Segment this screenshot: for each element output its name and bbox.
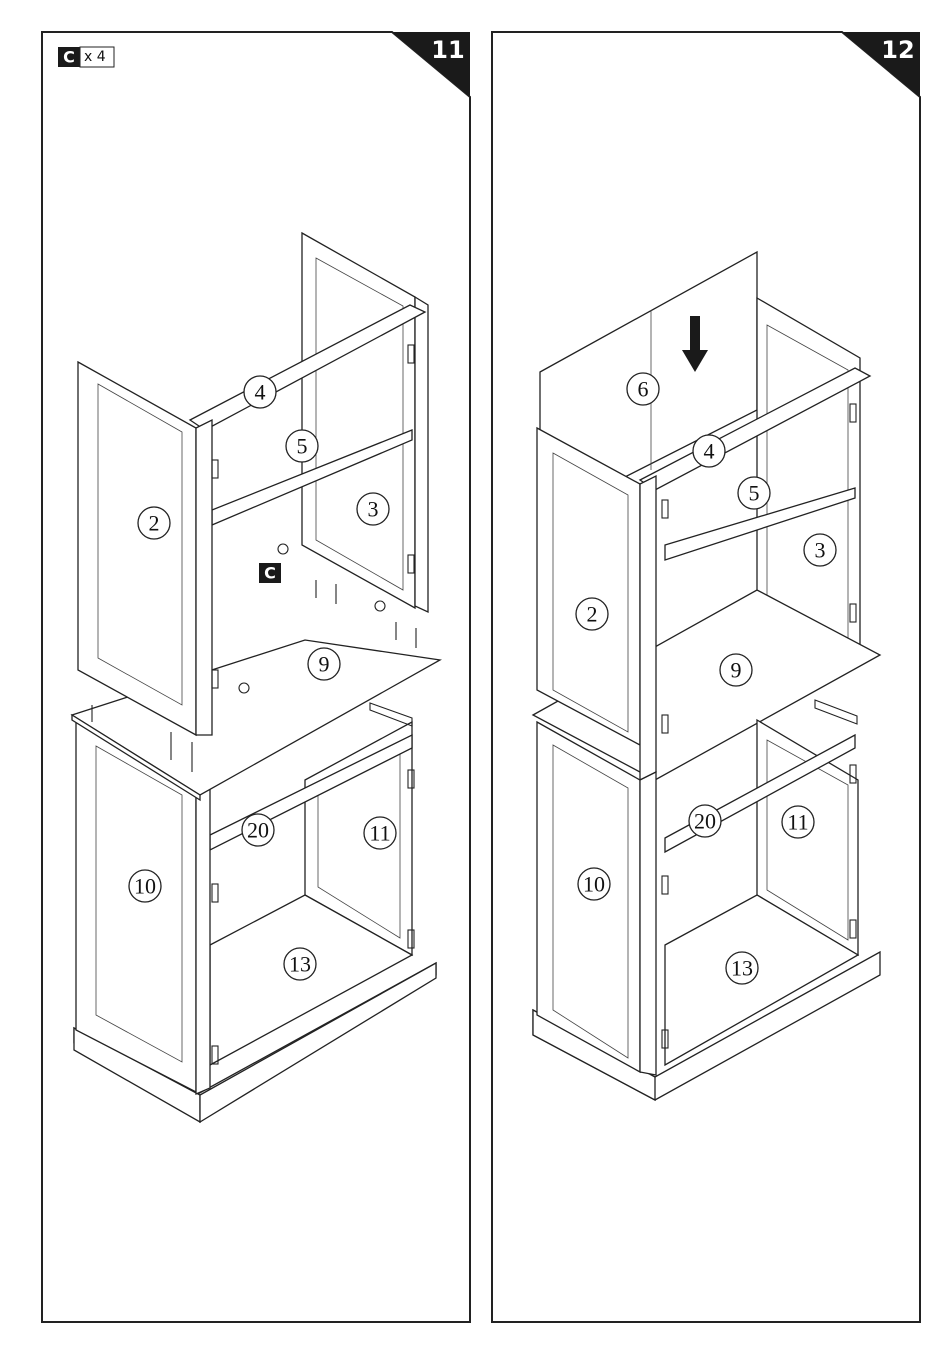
- part-label-20: 20: [242, 814, 274, 846]
- hardware-count: C x 4: [58, 47, 114, 67]
- svg-text:10: 10: [583, 872, 605, 897]
- svg-text:20: 20: [247, 818, 269, 843]
- step-11-number: 11: [431, 36, 464, 64]
- part-label-10: 10: [129, 870, 161, 902]
- part-label-4: 4: [693, 435, 725, 467]
- svg-text:9: 9: [319, 652, 330, 677]
- svg-text:20: 20: [694, 809, 716, 834]
- svg-text:13: 13: [731, 956, 753, 981]
- part-label-20: 20: [689, 805, 721, 837]
- svg-text:3: 3: [368, 497, 379, 522]
- hardware-callout: C: [259, 563, 281, 583]
- step-12-panel: 12: [492, 32, 920, 1322]
- part-label-13: 13: [284, 948, 316, 980]
- svg-text:6: 6: [638, 377, 649, 402]
- svg-text:2: 2: [149, 511, 160, 536]
- part-label-11: 11: [782, 806, 814, 838]
- step-12-cabinet-drawing: [533, 252, 880, 1100]
- svg-text:4: 4: [255, 380, 266, 405]
- part-label-5: 5: [286, 430, 318, 462]
- part-label-13: 13: [726, 952, 758, 984]
- part-label-2: 2: [138, 507, 170, 539]
- svg-text:5: 5: [297, 434, 308, 459]
- hardware-callout-label: C: [264, 564, 276, 583]
- part-label-4: 4: [244, 376, 276, 408]
- part-label-2: 2: [576, 598, 608, 630]
- part-label-3: 3: [804, 534, 836, 566]
- svg-text:10: 10: [134, 874, 156, 899]
- svg-text:11: 11: [369, 821, 390, 846]
- hardware-quantity: x 4: [84, 49, 106, 65]
- svg-text:5: 5: [749, 481, 760, 506]
- part-label-9: 9: [308, 648, 340, 680]
- part-label-5: 5: [738, 477, 770, 509]
- svg-text:4: 4: [704, 439, 715, 464]
- part-label-9: 9: [720, 654, 752, 686]
- svg-text:2: 2: [587, 602, 598, 627]
- part-label-6: 6: [627, 373, 659, 405]
- step-12-number: 12: [881, 36, 914, 64]
- svg-text:11: 11: [787, 810, 808, 835]
- svg-text:13: 13: [289, 952, 311, 977]
- part-label-3: 3: [357, 493, 389, 525]
- svg-text:9: 9: [731, 658, 742, 683]
- hardware-code: C: [63, 48, 75, 67]
- part-label-10: 10: [578, 868, 610, 900]
- part-label-11: 11: [364, 817, 396, 849]
- svg-text:3: 3: [815, 538, 826, 563]
- step-11-panel: 11 C x 4: [42, 32, 470, 1322]
